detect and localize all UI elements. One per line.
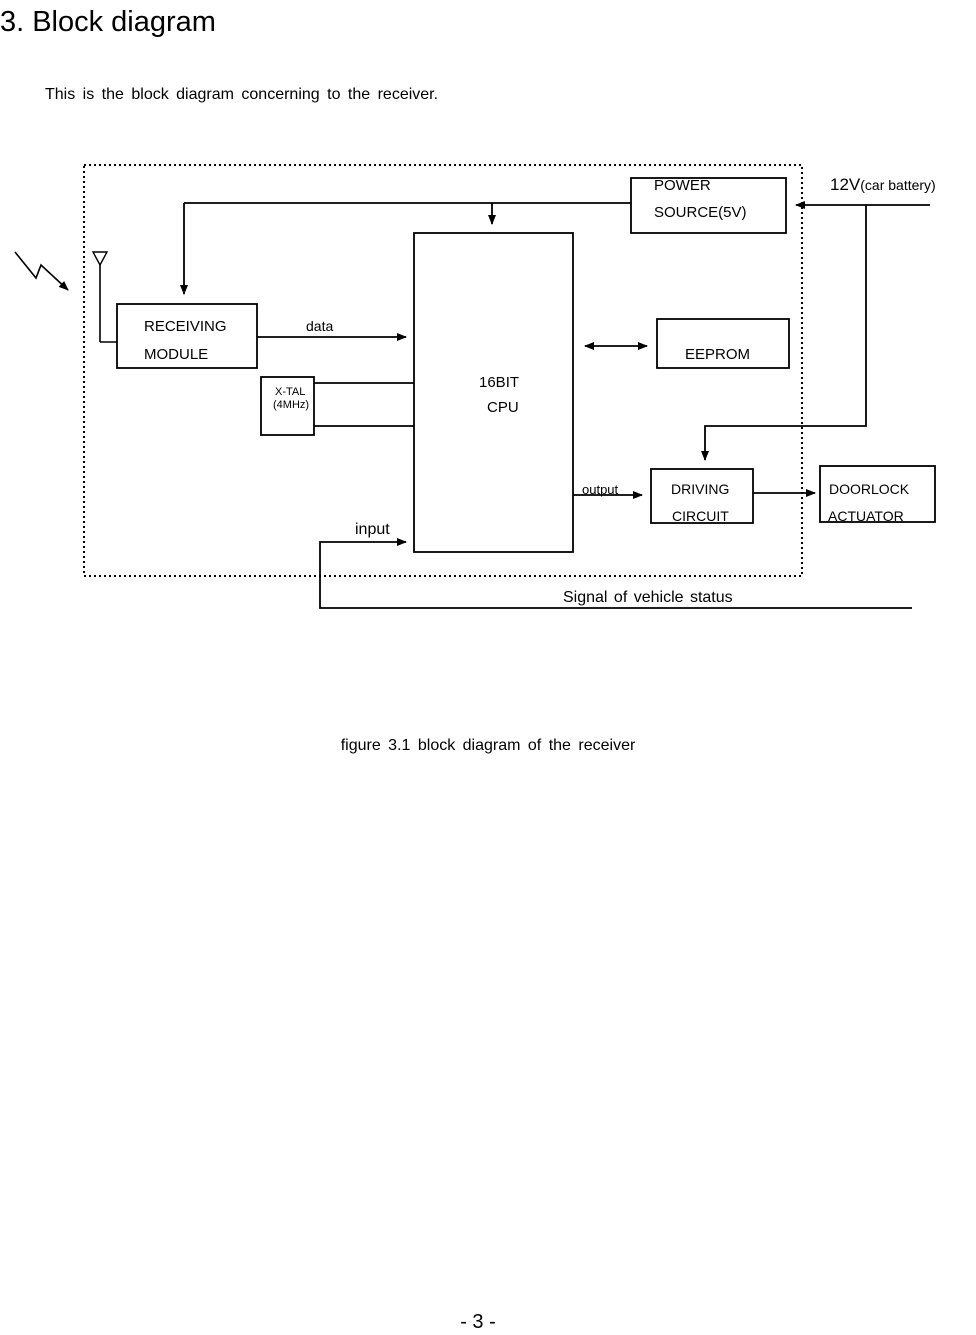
- power-source-label-line1: POWER: [654, 177, 711, 194]
- xtal-label-line1: X-TAL: [275, 386, 305, 398]
- power-source-label-line2: SOURCE(5V): [654, 204, 747, 221]
- driving-circuit-label-line2: CIRCUIT: [672, 508, 729, 524]
- xtal-block: X-TAL (4MHz): [261, 377, 314, 435]
- driving-circuit-label-line1: DRIVING: [671, 481, 729, 497]
- vehicle-status-label: Signal of vehicle status: [563, 589, 733, 606]
- input-label: input: [355, 521, 390, 538]
- supply-label: 12V(car battery): [830, 175, 936, 194]
- figure-caption: figure 3.1 block diagram of the receiver: [0, 737, 976, 755]
- antenna-icon: [93, 252, 117, 342]
- receiving-module-block: RECEIVING MODULE: [117, 304, 257, 368]
- receiving-module-label-line1: RECEIVING: [144, 318, 227, 335]
- eeprom-label: EEPROM: [685, 346, 750, 363]
- eeprom-block: EEPROM: [657, 319, 789, 368]
- page-number: - 3 -: [0, 1311, 956, 1334]
- output-label: output: [582, 482, 619, 497]
- cpu-block: 16BIT CPU: [414, 233, 573, 552]
- driving-circuit-block: DRIVING CIRCUIT: [651, 469, 753, 524]
- cpu-label-line1: 16BIT: [479, 374, 519, 391]
- xtal-label-line2: (4MHz): [273, 399, 309, 411]
- power-source-block: POWER SOURCE(5V): [631, 177, 786, 233]
- cpu-label-line2: CPU: [487, 399, 519, 416]
- data-label: data: [306, 318, 333, 334]
- block-diagram: POWER SOURCE(5V) 12V(car battery) RECEIV…: [0, 0, 976, 700]
- doorlock-actuator-label-line1: DOORLOCK: [829, 481, 910, 497]
- wireless-signal-icon: [15, 252, 68, 290]
- doorlock-actuator-label-line2: ACTUATOR: [828, 508, 904, 524]
- doorlock-actuator-block: DOORLOCK ACTUATOR: [820, 466, 935, 524]
- receiving-module-label-line2: MODULE: [144, 346, 208, 363]
